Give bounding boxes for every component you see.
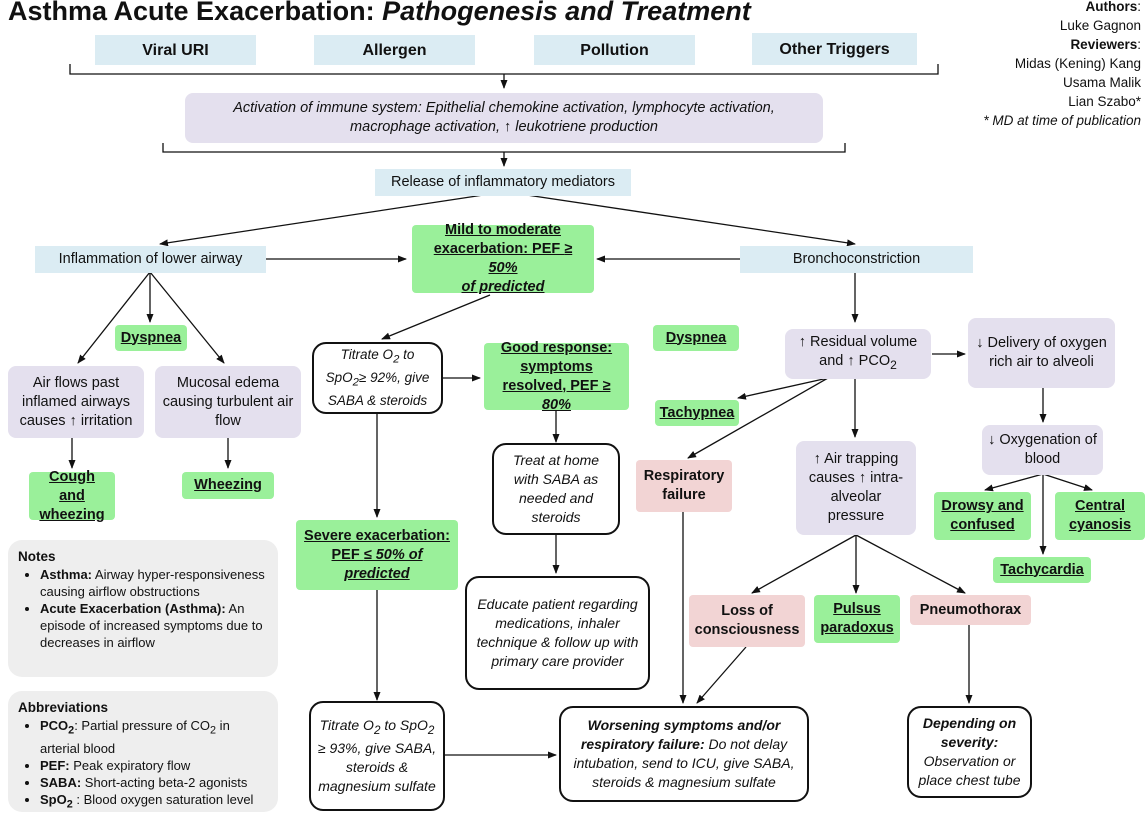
- dyspnea-left-box: Dyspnea: [115, 325, 187, 351]
- severe-exacerbation-box: Severe exacerbation: PEF ≤ 50% of predic…: [296, 520, 458, 590]
- inflammation-lower-airway-box: Inflammation of lower airway: [35, 246, 266, 273]
- abbreviation-item: SpO2 : Blood oxygen saturation level: [40, 791, 268, 814]
- titrate-o2-93-box: Titrate O2 to SpO2 ≥ 93%, give SABA, ste…: [309, 701, 445, 811]
- pulsus-paradoxus-box: Pulsus paradoxus: [814, 595, 900, 643]
- bronchoconstriction-box: Bronchoconstriction: [740, 246, 973, 273]
- residual-volume-box: ↑ Residual volume and ↑ PCO2: [785, 329, 931, 379]
- central-cyanosis-box: Central cyanosis: [1055, 492, 1145, 540]
- pneumothorax-box: Pneumothorax: [910, 595, 1031, 625]
- immune-activation-box: Activation of immune system: Epithelial …: [185, 93, 823, 143]
- titrate-o2-92-box: Titrate O2 to SpO2≥ 92%, give SABA & ste…: [312, 342, 443, 414]
- worsening-symptoms-box: Worsening symptoms and/or respiratory fa…: [559, 706, 809, 802]
- tachycardia-box: Tachycardia: [993, 557, 1091, 583]
- mucosal-edema-box: Mucosal edema causing turbulent air flow: [155, 366, 301, 438]
- air-trapping-box: ↑ Air trapping causes ↑ intra-alveolar p…: [796, 441, 916, 535]
- delivery-oxygen-box: ↓ Delivery of oxygen rich air to alveoli: [968, 318, 1115, 388]
- dyspnea-right-box: Dyspnea: [653, 325, 739, 351]
- wheezing-box: Wheezing: [182, 472, 274, 499]
- trigger-pollution: Pollution: [534, 35, 695, 65]
- abbreviation-item: SABA: Short-acting beta-2 agonists: [40, 774, 268, 791]
- trigger-viral-uri: Viral URI: [95, 35, 256, 65]
- tachypnea-box: Tachypnea: [655, 400, 739, 426]
- inflammatory-mediators-box: Release of inflammatory mediators: [375, 169, 631, 196]
- respiratory-failure-box: Respiratory failure: [636, 460, 732, 512]
- oxygenation-blood-box: ↓ Oxygenation of blood: [982, 425, 1103, 475]
- abbreviation-item: PEF: Peak expiratory flow: [40, 757, 268, 774]
- educate-patient-box: Educate patient regarding medications, i…: [465, 576, 650, 690]
- note-item: Acute Exacerbation (Asthma): An episode …: [40, 600, 268, 651]
- abbreviation-item: PCO2: Partial pressure of CO2 in arteria…: [40, 717, 268, 757]
- loss-of-consciousness-box: Loss of consciousness: [689, 595, 805, 647]
- depending-on-severity-box: Depending on severity: Observation or pl…: [907, 706, 1032, 798]
- notes-panel: Notes Asthma: Airway hyper-responsivenes…: [8, 540, 278, 677]
- drowsy-confused-box: Drowsy and confused: [934, 492, 1031, 540]
- abbreviations-panel: Abbreviations PCO2: Partial pressure of …: [8, 691, 278, 812]
- treat-at-home-box: Treat at home with SABA as needed and st…: [492, 443, 620, 535]
- good-response-box: Good response: symptoms resolved, PEF ≥ …: [484, 340, 629, 413]
- cough-wheezing-box: Cough and wheezing: [29, 469, 115, 523]
- trigger-allergen: Allergen: [314, 35, 475, 65]
- note-item: Asthma: Airway hyper-responsiveness caus…: [40, 566, 268, 600]
- trigger-other: Other Triggers: [752, 33, 917, 65]
- mild-moderate-exacerbation-box: Mild to moderate exacerbation: PEF ≥ 50%…: [412, 222, 594, 295]
- airflow-irritation-box: Air flows past inflamed airways causes ↑…: [8, 366, 144, 438]
- credits: Authors: Luke Gagnon Reviewers: Midas (K…: [983, 0, 1141, 128]
- page-title: Asthma Acute Exacerbation: Pathogenesis …: [8, 0, 751, 26]
